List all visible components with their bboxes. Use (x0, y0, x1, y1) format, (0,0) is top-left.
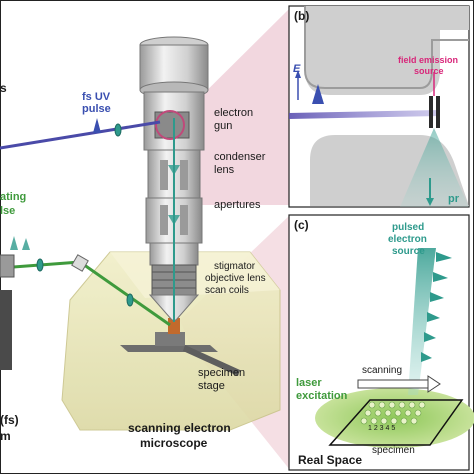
uv-beam (0, 120, 161, 150)
label-real-space: Real Space (298, 453, 363, 467)
label-electron-c: electron (388, 234, 427, 245)
label-source-b: source (414, 66, 444, 76)
label-field-emission: field emission (398, 55, 459, 65)
label-sem-1: scanning electron (128, 421, 231, 435)
panel-b-cone (400, 128, 469, 207)
label-e-vector: E (293, 63, 301, 75)
laser-block (0, 290, 12, 370)
label-stage: stage (198, 380, 225, 392)
stage-arm (183, 345, 240, 376)
label-electron: electron (214, 107, 254, 119)
stage-block (155, 332, 185, 346)
label-pulse: pulse (82, 103, 111, 115)
label-laser: laser (296, 377, 322, 389)
panel-b-pulse (312, 84, 324, 104)
label-pulsed: pulsed (392, 222, 425, 233)
label-specimen-c: specimen (372, 445, 415, 456)
green-beam-b (79, 260, 171, 327)
label-objective: objective lens (205, 273, 266, 284)
panel-b-letter: (b) (294, 9, 310, 23)
label-fs: (fs) (0, 413, 19, 427)
specimen-grid (360, 401, 426, 425)
gun-highlight (155, 110, 185, 140)
label-stigmator: stigmator (214, 261, 256, 272)
label-scan-coils: scan coils (205, 285, 249, 296)
panel-c-letter: (c) (294, 218, 309, 232)
label-scanning: scanning (362, 365, 403, 376)
specimen-holder (168, 318, 180, 334)
label-specimen-stage: specimen (198, 367, 246, 379)
panel-c-cone (408, 248, 436, 395)
label-lens: lens (214, 164, 235, 176)
label-m: m (0, 429, 11, 443)
label-lse: lse (0, 205, 16, 217)
uv-pulse-icon (93, 118, 101, 133)
label-fs-uv: fs UV (82, 91, 111, 103)
label-grid-numbers: 1 2 3 4 5 (368, 425, 396, 432)
field-emission-tip (429, 96, 433, 128)
label-excitation: excitation (296, 390, 348, 402)
label-condenser: condenser (214, 151, 266, 163)
uv-lens (114, 123, 122, 137)
stage-plate (120, 345, 218, 352)
mirror (71, 254, 89, 272)
pulse-train (421, 252, 452, 362)
label-ating: ating (0, 191, 27, 203)
label-source-c: source (392, 246, 425, 257)
label-gun: gun (214, 120, 233, 132)
specimen-plate (328, 399, 464, 446)
panel-b-beam (289, 110, 440, 119)
label-apertures: apertures (214, 199, 261, 211)
scanning-arrow (357, 379, 429, 389)
optical-mount (0, 254, 15, 278)
label-sem-2: microscope (140, 436, 208, 450)
label-s: s (0, 81, 7, 95)
label-pr: pr (448, 193, 459, 205)
